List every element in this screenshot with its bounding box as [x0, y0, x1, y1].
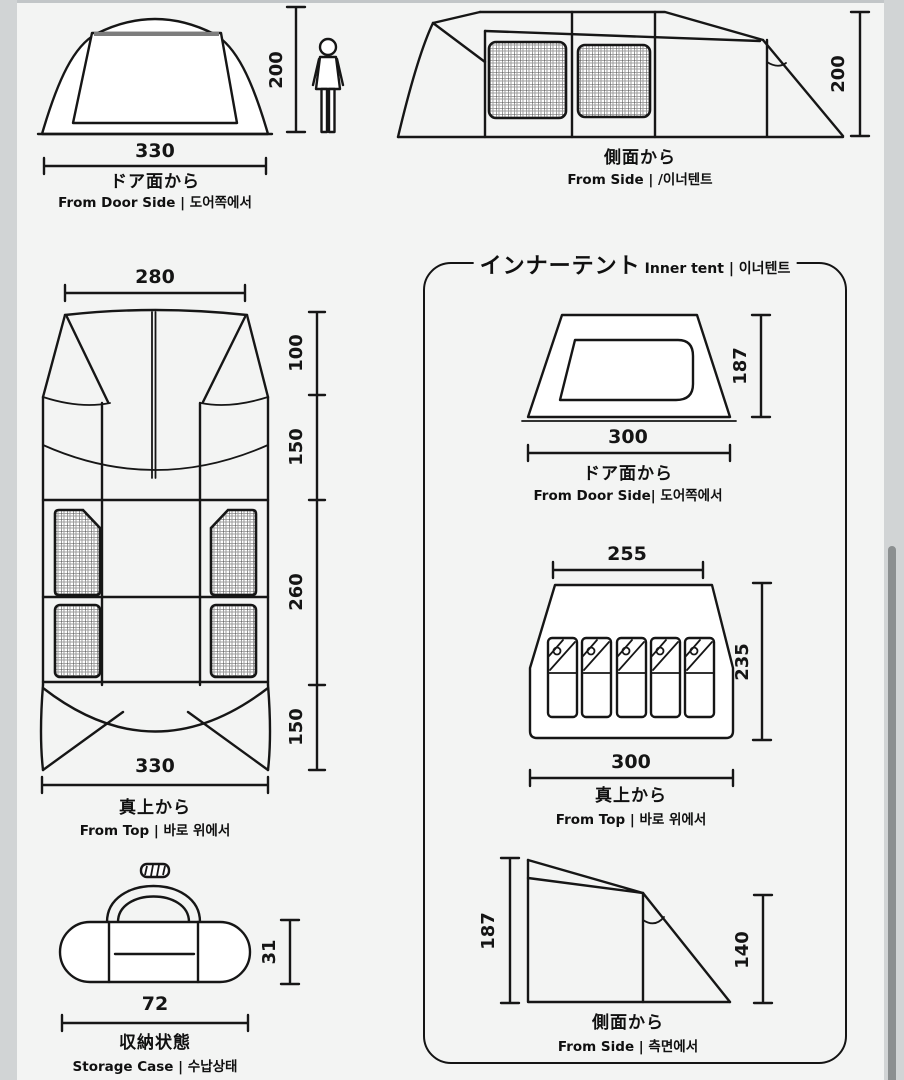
mesh-window: [53, 603, 102, 679]
inner-tent-header-jp: インナーテント: [479, 254, 641, 279]
top-width-dimension-280: 280: [63, 266, 247, 303]
view-title-jp: 真上から: [119, 797, 191, 818]
view-title-jp: ドア面から: [110, 172, 200, 192]
height-dimension-200-with-person: 200: [266, 5, 345, 134]
bottom-width-dimension-300: 300: [528, 751, 735, 788]
bottom-width-dimension-330: 330: [40, 755, 270, 795]
view-title-jp: 収納状態: [119, 1032, 191, 1053]
height-dimension-200: 200: [266, 5, 307, 134]
view-title-jp: 真上から: [595, 785, 667, 806]
dimension-label: 255: [607, 543, 647, 565]
sleeping-bags: [546, 636, 716, 719]
outer-tent-side-view-diagram: 200 側面から From Side | /이너텐트: [396, 10, 871, 188]
dimension-label: 150: [286, 428, 307, 466]
dimension-label: 187: [478, 912, 499, 950]
height-dimension-200: 200: [828, 10, 871, 138]
dimension-label: 72: [142, 993, 168, 1015]
view-title-jp: 側面から: [591, 1012, 664, 1033]
depth-dimension-column: 100 150 260 150: [286, 310, 327, 772]
dimension-label: 140: [732, 931, 753, 969]
inner-tent-door-view-diagram: 187 300 ドア面から From Door Side| 도어쪽에서: [521, 313, 772, 504]
tent-side-outline: [396, 10, 845, 139]
view-title-en: From Side | /이너텐트: [567, 171, 713, 188]
mesh-window: [209, 508, 258, 597]
top-width-dimension-255: 255: [551, 543, 705, 580]
dimension-label: 31: [259, 939, 280, 964]
dimension-label: 330: [135, 140, 175, 162]
tent-top-outline: [39, 308, 272, 772]
inner-tent-header-en: Inner tent | 이너텐트: [644, 261, 791, 277]
right-height-dimension-140: 140: [732, 893, 774, 1005]
left-gutter: [0, 0, 17, 1080]
view-title-en: From Door Side | 도어쪽에서: [58, 194, 252, 211]
person-icon: [311, 37, 345, 134]
width-dimension-300: 300: [526, 426, 732, 463]
tent-front-outline: [36, 17, 274, 136]
view-title-en: Storage Case | 수납상태: [73, 1058, 238, 1075]
inner-tent-header: インナーテント Inner tent | 이너텐트: [473, 248, 797, 280]
top-border-strip: [0, 0, 904, 3]
dimension-label: 187: [730, 347, 751, 385]
storage-case-diagram: 31 72 収納状態 Storage Case | 수납상태: [58, 862, 301, 1075]
inner-tent-top-view-diagram: 255 235: [528, 543, 773, 828]
inner-side-outline: [526, 858, 732, 1004]
dimension-label: 235: [732, 643, 753, 681]
inner-front-outline: [521, 313, 737, 422]
storage-bag-outline: [58, 862, 252, 984]
dimension-label: 260: [286, 573, 307, 611]
dimension-label: 100: [286, 334, 307, 372]
width-dimension-72: 72: [60, 993, 250, 1033]
view-title-en: From Top | 바로 위에서: [556, 812, 707, 828]
height-dimension-187: 187: [730, 313, 772, 419]
scrollbar-thumb[interactable]: [888, 546, 896, 1080]
dimension-label: 150: [286, 708, 307, 746]
view-title-en: From Top | 바로 위에서: [80, 823, 231, 839]
outer-tent-top-view-diagram: 280 100 150 260 150 330 真上から From Top | …: [39, 266, 327, 839]
dimension-label: 200: [266, 51, 287, 89]
inner-tent-side-view-diagram: 187 140 側面から From Side | 측면에서: [478, 856, 774, 1055]
height-dimension-31: 31: [259, 918, 301, 986]
left-height-dimension-187: 187: [478, 856, 521, 1005]
inner-tent-section: インナーテント Inner tent | 이너텐트: [423, 248, 847, 1064]
dimension-label: 330: [135, 755, 175, 777]
dimension-label: 300: [608, 426, 648, 448]
width-dimension-330: 330: [42, 140, 268, 176]
mesh-window: [487, 40, 568, 120]
depth-dimension-235: 235: [732, 581, 773, 742]
view-title-en: From Door Side| 도어쪽에서: [533, 487, 722, 504]
view-title-jp: 側面から: [603, 147, 676, 168]
mesh-window: [53, 508, 102, 597]
dimension-label: 200: [828, 55, 849, 93]
view-title-jp: ドア面から: [583, 464, 673, 484]
view-title-en: From Side | 측면에서: [558, 1038, 698, 1055]
mesh-window: [576, 43, 652, 119]
dimension-label: 280: [135, 266, 175, 288]
dimension-label: 300: [611, 751, 651, 773]
mesh-window: [209, 603, 258, 679]
outer-tent-door-view-diagram: 330 ドア面から From Door Side | 도어쪽에서: [36, 17, 274, 211]
